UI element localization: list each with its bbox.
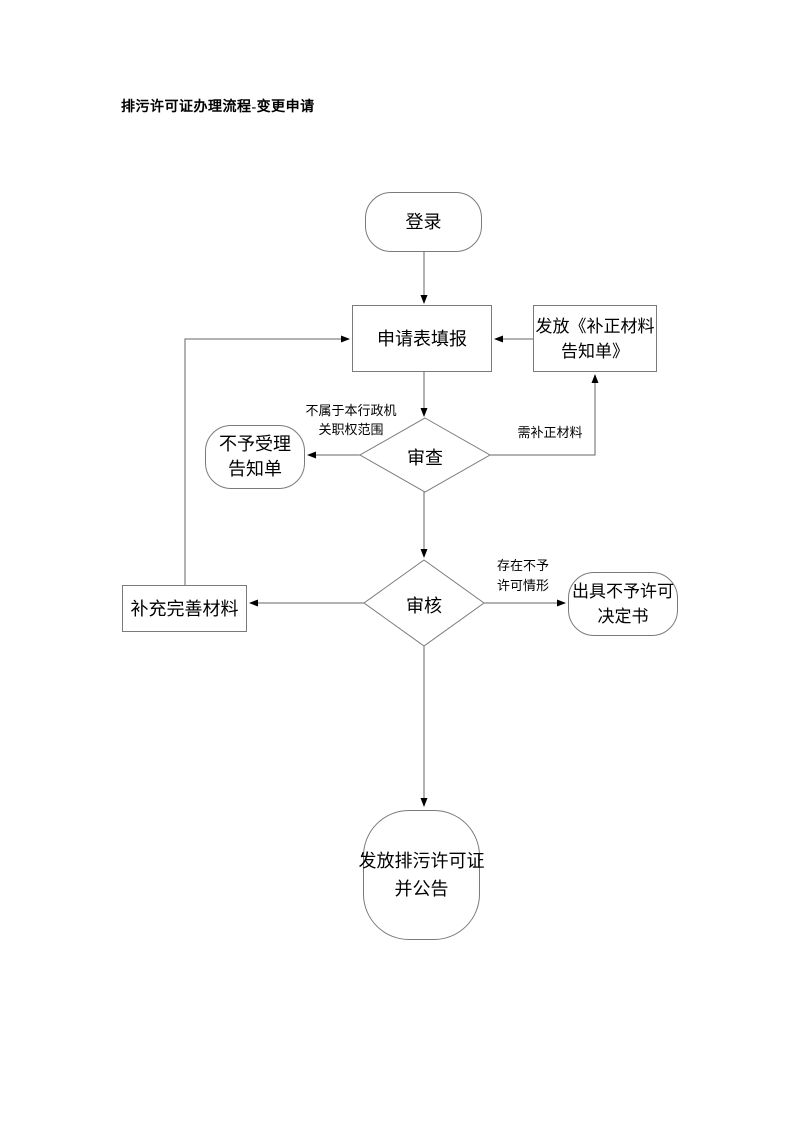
node-issue-correction-notice: 发放《补正材料 告知单》 [533, 305, 657, 372]
node-rejection-notice-line1: 不予受理 [219, 434, 291, 454]
node-review-label: 审查 [407, 448, 443, 468]
node-issue-correction-notice-line1: 发放《补正材料 [535, 316, 655, 336]
node-denial-decision-line2: 决定书 [597, 607, 649, 626]
node-issue-permit-line1: 发放排污许可证 [358, 851, 485, 871]
edge-label-out-of-jurisdiction-line1: 不属于本行政机 [305, 403, 397, 418]
connector-supplement-to-form [184, 335, 350, 585]
node-supplement-materials-label: 补充完善材料 [130, 598, 239, 619]
node-supplement-materials: 补充完善材料 [122, 585, 247, 632]
node-denial-decision: 出具不予许可 决定书 [568, 572, 678, 636]
audit-diamond-shape [363, 559, 485, 647]
node-denial-decision-line1: 出具不予许可 [572, 582, 674, 601]
node-rejection-notice: 不予受理 告知单 [205, 425, 305, 489]
review-diamond-shape [358, 417, 492, 493]
edge-label-denial-case-line1: 存在不予 [496, 558, 549, 573]
edge-label-need-correction: 需补正材料 [517, 425, 583, 440]
node-form-fill: 申请表填报 [352, 305, 492, 372]
node-login-label: 登录 [405, 212, 442, 232]
edge-label-denial-case: 存在不予 许可情形 [488, 556, 558, 596]
node-issue-permit-line2: 并公告 [394, 879, 449, 899]
node-form-fill-label: 申请表填报 [377, 328, 467, 349]
node-login: 登录 [365, 192, 482, 252]
node-issue-correction-notice-line2: 告知单》 [561, 341, 629, 361]
node-issue-permit: 发放排污许可证 并公告 [359, 810, 485, 940]
connector-review-to-correction-notice [490, 374, 599, 456]
node-rejection-notice-line2: 告知单 [228, 459, 282, 479]
page-title: 排污许可证办理流程-变更申请 [121, 100, 315, 115]
edge-label-denial-case-line2: 许可情形 [496, 578, 549, 593]
node-audit-label: 审核 [406, 596, 442, 616]
edge-label-out-of-jurisdiction-line2: 关职权范围 [318, 422, 384, 437]
edge-label-out-of-jurisdiction: 不属于本行政机 关职权范围 [296, 401, 406, 439]
